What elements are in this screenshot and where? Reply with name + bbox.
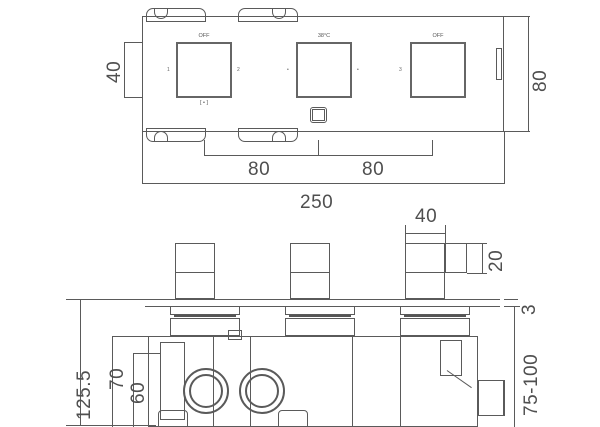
collar-right xyxy=(400,306,470,315)
outlet-block-left xyxy=(160,342,185,420)
dim-250-ext-right xyxy=(504,132,505,184)
collar-center xyxy=(285,306,355,315)
dim-label-height-80: 80 xyxy=(530,69,551,92)
handle-stem-left xyxy=(175,243,215,299)
dim-70-tick-top xyxy=(112,336,156,337)
handle-stem-right xyxy=(405,243,445,299)
collar-right-band xyxy=(404,315,466,317)
dim-label-install-depth-75-100: 75-100 xyxy=(521,353,542,416)
dim-label-total-250: 250 xyxy=(300,192,334,213)
dim-40-tick-top xyxy=(124,42,142,43)
port-circle-outer-left xyxy=(183,368,229,414)
dim-40w-line xyxy=(405,233,445,234)
collar-center-band xyxy=(289,315,351,317)
valve-body-partition-4 xyxy=(400,336,401,427)
right-outlet-cap xyxy=(478,380,504,416)
foot-center xyxy=(278,410,308,427)
dim-label-body-height-70: 70 xyxy=(107,367,128,390)
right-control-left-index: 3 xyxy=(399,67,402,73)
mount-hole-top-left xyxy=(154,8,168,19)
mount-tab-top-left xyxy=(146,8,206,22)
handle-stem-left-split xyxy=(175,272,215,273)
handle-cap-right xyxy=(445,243,467,273)
dim-60-line xyxy=(133,353,134,427)
left-control-right-index: 2 xyxy=(237,67,240,73)
dim-40w-ext-right xyxy=(445,225,446,243)
valve-body-partition-3 xyxy=(352,336,353,427)
dim-1255-tick-bottom xyxy=(66,425,156,426)
dim-label-handle-depth-20: 20 xyxy=(486,249,507,272)
port-circle-outer-right xyxy=(239,368,285,414)
dim-75100-line xyxy=(514,306,515,427)
right-outlet-cap-edge xyxy=(504,380,505,416)
port-circle-inner-right xyxy=(245,374,279,408)
valve-shoulder-center xyxy=(285,318,355,336)
dim-1255-tick-top xyxy=(66,299,156,300)
dim-80a-ext-mid xyxy=(318,140,319,156)
right-control-knob[interactable] xyxy=(410,42,466,98)
foot-left xyxy=(158,410,188,427)
dim-1255-line xyxy=(80,299,81,425)
dim-20-ext-top xyxy=(467,243,487,244)
dim-75100-tick-top xyxy=(508,306,520,307)
plate-side-tab xyxy=(496,48,502,80)
dim-label-span-80-left: 80 xyxy=(248,159,271,180)
dim-80b-line xyxy=(318,155,432,156)
valve-shoulder-right xyxy=(400,318,470,336)
handle-stem-center-split xyxy=(290,272,330,273)
center-control-right-index: • xyxy=(357,67,359,73)
left-control-top-label: OFF xyxy=(198,33,210,39)
right-control-top-label: OFF xyxy=(432,33,444,39)
collar-left xyxy=(170,306,240,315)
port-circle-inner-left xyxy=(189,374,223,408)
dim-80a-ext-left xyxy=(204,140,205,156)
center-control-left-index: • xyxy=(287,67,289,73)
dim-80a-line xyxy=(204,155,318,156)
dim-label-span-80-right: 80 xyxy=(362,159,385,180)
dim-label-height-40: 40 xyxy=(104,60,125,83)
mount-hole-bottom-right xyxy=(272,131,286,142)
dim-250-ext-left xyxy=(142,132,143,184)
mount-tab-bottom-left xyxy=(146,128,206,142)
handle-stem-center xyxy=(290,243,330,299)
dim-80h-tick-bottom xyxy=(504,131,530,132)
valve-notch xyxy=(228,330,242,340)
face-plate xyxy=(142,16,504,132)
dim-20-line xyxy=(482,243,483,273)
dim-40w-ext-left xyxy=(405,225,406,243)
diverter-button-inner xyxy=(312,109,325,121)
dim-40-tick-bottom xyxy=(124,97,142,98)
mount-tab-bottom-right xyxy=(238,128,298,142)
dim-40-arrow-top xyxy=(124,42,125,48)
handle-stem-right-split xyxy=(405,272,445,273)
center-control-top-label: 38°C xyxy=(317,33,331,39)
dim-80h-tick-top xyxy=(504,16,530,17)
dim-60-tick-top xyxy=(133,353,160,354)
dim-80h-ext-line xyxy=(528,16,529,132)
diverter-button[interactable] xyxy=(310,107,327,123)
left-control-left-index: 1 xyxy=(167,67,170,73)
wall-plate-top-line xyxy=(145,299,500,300)
dim-20-ext-bottom xyxy=(467,273,487,274)
mount-hole-top-right xyxy=(272,8,286,19)
dim-label-overall-height-1255: 125.5 xyxy=(74,369,95,420)
dim-40-ext-line xyxy=(124,42,125,98)
left-control-bottom-label: [ • ] xyxy=(199,100,209,106)
dim-label-inner-height-60: 60 xyxy=(128,381,149,404)
center-control-knob[interactable] xyxy=(296,42,352,98)
valve-shoulder-left xyxy=(170,318,240,336)
dim-label-handle-width-40: 40 xyxy=(415,206,438,227)
mount-tab-top-right xyxy=(238,8,298,22)
left-control-knob[interactable] xyxy=(176,42,232,98)
mount-hole-bottom-left xyxy=(154,131,168,142)
dim-250-line xyxy=(142,183,504,184)
dim-80b-ext-right xyxy=(432,140,433,156)
dim-70-line xyxy=(112,336,113,427)
collar-left-band xyxy=(174,315,236,317)
dim-label-wall-thickness-3: 3 xyxy=(519,303,540,315)
dim-3-tick-a xyxy=(504,299,518,300)
right-outlet-body xyxy=(440,340,462,376)
